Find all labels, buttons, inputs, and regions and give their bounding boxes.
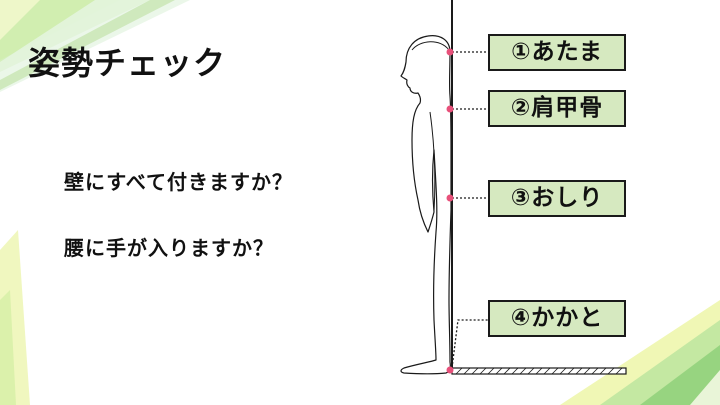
question-wall-contact: 壁にすべて付きますか？ bbox=[64, 170, 293, 194]
checkpoint-label-heel: ④かかと bbox=[488, 300, 626, 337]
question-lower-back-gap: 腰に手が入りますか？ bbox=[64, 236, 274, 260]
leader-line-heel bbox=[451, 319, 488, 369]
body-silhouette bbox=[400, 35, 452, 375]
marker-head bbox=[446, 48, 454, 56]
marker-shoulder bbox=[446, 105, 454, 113]
marker-heel bbox=[446, 366, 454, 374]
marker-hip bbox=[446, 194, 454, 202]
checkpoint-label-hip: ③おしり bbox=[488, 180, 626, 217]
hair-outline bbox=[411, 41, 450, 51]
arm-line bbox=[429, 111, 436, 213]
checkpoint-label-head: ①あたま bbox=[488, 34, 626, 71]
page-title: 姿勢チェック bbox=[28, 44, 227, 82]
checkpoint-label-shoulder-blade: ②肩甲骨 bbox=[488, 90, 626, 127]
